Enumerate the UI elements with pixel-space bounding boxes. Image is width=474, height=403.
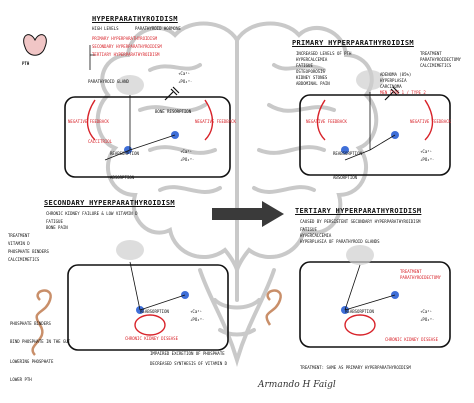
primary-item: KIDNEY STONES (296, 75, 328, 80)
tertiary-right: PARATHYROIDECTOMY (400, 275, 441, 280)
label-negative-feedback: NEGATIVE FEEDBACK (195, 119, 236, 124)
parathyroid-gland-icon (23, 34, 47, 56)
title-tertiary: TERTIARY HYPERPARATHYROIDISM (295, 207, 422, 215)
tertiary-item: HYPERCALCEMIA (300, 233, 332, 238)
label-calcium: ↑Ca²⁺ (180, 149, 193, 154)
primary-treatment: TREATMENT (420, 51, 442, 56)
label-parathyroid-gland: PARATHYROID GLAND (88, 79, 129, 84)
primary-cause: CARCINOMA (380, 84, 402, 89)
secondary-ckd: CHRONIC KIDNEY DISEASE (125, 336, 178, 341)
label-reabsorption: REABSORPTION (110, 151, 139, 156)
secondary-bottom: LOWER PTH (10, 377, 32, 382)
secondary-treatment: PHOSPHATE BINDERS (8, 249, 49, 254)
secondary-bottom: LOWERING PHOSPHATE (10, 359, 54, 364)
pth-label: PTH (22, 61, 30, 66)
title-secondary: SECONDARY HYPERPARATHYROIDISM (44, 199, 175, 207)
label-negative-feedback: NEGATIVE FEEDBACK (68, 119, 109, 124)
primary-item: FATIGUE (296, 63, 313, 68)
label-reabsorption: REABSORPTION (333, 151, 362, 156)
label-phosphate: ↓PO₄³⁻ (190, 317, 205, 322)
progression-arrow-icon (212, 201, 284, 227)
label-calcium: ↑Ca²⁺ (190, 309, 203, 314)
secondary-loop-frame (67, 264, 229, 351)
label-phosphate: ↓PO₄³⁻ (420, 157, 435, 162)
label-phosphate: ↓PO₄³⁻ (180, 157, 195, 162)
label-absorption: ABSORPTION (333, 175, 358, 180)
secondary-treatment: TREATMENT (8, 233, 30, 238)
tertiary-item: HYPERPLASIA OF PARATHYROID GLANDS (300, 239, 380, 244)
tertiary-item: CAUSED BY PERSISTENT SECONDARY HYPERPARA… (300, 219, 421, 224)
hyper-item: SECONDARY HYPERPARATHYROIDISM (92, 44, 162, 49)
author-signature: Armando H Faigl (258, 380, 336, 390)
label-reabsorption: REABSORPTION (140, 309, 169, 314)
label-calcitriol: CALCITRIOL (88, 139, 113, 144)
bone-icon (164, 86, 400, 101)
tertiary-ckd: CHRONIC KIDNEY DISEASE (385, 337, 438, 342)
label-calcium: ↑Ca²⁺ (420, 309, 433, 314)
intestine-icon (31, 289, 282, 356)
brain-outline-icon (95, 21, 379, 367)
hyper-sub1: HIGH LEVELS (92, 26, 119, 31)
tertiary-loop-frame (299, 261, 451, 348)
secondary-treatment: CALCIMIMETICS (8, 257, 40, 262)
secondary-item: BONE PAIN (46, 225, 68, 230)
hyper-item: PRIMARY HYPERPARATHYROIDISM (92, 36, 158, 41)
tertiary-right: TREATMENT (400, 269, 422, 274)
secondary-treatment: VITAMIN D (8, 241, 30, 246)
hyper-item: TERTIARY HYPERPARATHYROIDISM (92, 52, 160, 57)
label-bone-resorption: BONE RESORPTION (155, 109, 192, 114)
primary-men: MEN TYPE 1 / TYPE 2 (380, 90, 426, 95)
primary-loop-frame-right (299, 94, 451, 176)
secondary-item: FATIGUE (46, 219, 63, 224)
primary-treatment: PARATHYROIDECTOMY (420, 57, 461, 62)
secondary-sub: CHRONIC KIDNEY FAILURE & LOW VITAMIN D (46, 211, 138, 216)
label-negative-feedback: NEGATIVE FEEDBACK (410, 119, 451, 124)
gland-sketch (116, 70, 384, 265)
primary-item: ABDOMINAL PAIN (296, 81, 330, 86)
primary-cause: ADENOMA (85%) (380, 72, 412, 77)
primary-item: OSTEOPOROSIS (296, 69, 325, 74)
label-absorption: ABSORPTION (110, 175, 135, 180)
primary-cause: HYPERPLASIA (380, 78, 407, 83)
tertiary-footer: TREATMENT: SAME AS PRIMARY HYPERPARATHYR… (300, 365, 411, 370)
hyper-sub2: PARATHYROID HORMONE (135, 26, 181, 31)
primary-item: HYPERCALCEMIA (296, 57, 328, 62)
label-calcium: ↑Ca²⁺ (420, 149, 433, 154)
label-reabsorption: REABSORPTION (345, 309, 374, 314)
secondary-note: IMPAIRED EXCRETION OF PHOSPHATE (150, 351, 225, 356)
label-negative-feedback: NEGATIVE FEEDBACK (306, 119, 347, 124)
primary-loop-frame (64, 96, 231, 178)
title-primary: PRIMARY HYPERPARATHYROIDISM (292, 39, 414, 47)
secondary-bottom: BIND PHOSPHATE IN THE GUT (10, 339, 71, 344)
secondary-bottom: PHOSPHATE BINDERS (10, 321, 51, 326)
secondary-note: DECREASED SYNTHESIS OF VITAMIN D (150, 361, 228, 366)
label-phosphate-top: ↓PO₄³⁻ (178, 79, 193, 84)
label-calcium-top: ↑Ca²⁺ (178, 71, 191, 76)
primary-treatment: CALCIMIMETICS (420, 63, 452, 68)
primary-item: INCREASED LEVELS OF PTH (296, 51, 352, 56)
label-phosphate: ↓PO₄³⁻ (420, 317, 435, 322)
tertiary-item: FATIGUE (300, 227, 317, 232)
title-hyperparathyroidism: HYPERPARATHYROIDISM (92, 15, 178, 23)
